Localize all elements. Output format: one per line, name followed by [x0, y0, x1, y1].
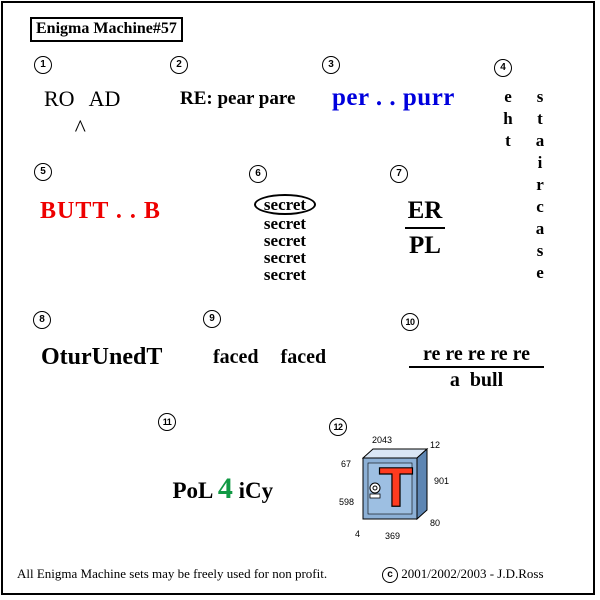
puzzle-3: per . . purr [332, 84, 455, 111]
copyright: c 2001/2002/2003 - J.D.Ross [382, 566, 544, 583]
letter: t [505, 131, 511, 150]
letter: a [535, 131, 545, 150]
safe-letter: T [379, 455, 413, 518]
word-line: secret [263, 265, 307, 284]
puzzle-11-left: PoL [172, 478, 218, 503]
safe-number: 12 [430, 440, 441, 450]
puzzle-4-column-a: e h t [501, 86, 515, 152]
puzzle-11: PoL 4 iCy [161, 446, 274, 506]
puzzle-number-11: 11 [158, 413, 176, 431]
puzzle-number-8: 8 [33, 311, 51, 329]
fraction-denominator: PL [409, 232, 441, 259]
fraction-denominator: a bull [449, 369, 504, 391]
puzzle-number-7: 7 [390, 165, 408, 183]
puzzle-2: RE: pear pare [180, 88, 296, 109]
word-line: secret [263, 248, 307, 267]
circled-word: secret [253, 194, 317, 215]
letter: t [537, 109, 543, 128]
word-line: secret [263, 214, 307, 233]
letter: e [536, 263, 544, 282]
puzzle-1: RO^AD [44, 86, 121, 142]
puzzle-1-left: RO [44, 86, 75, 111]
safe-number: 4 [355, 529, 361, 539]
puzzle-number-1: 1 [34, 56, 52, 74]
puzzle-number-12: 12 [329, 418, 347, 436]
safe-number: 80 [430, 518, 441, 528]
safe-illustration: T [362, 448, 429, 520]
puzzle-number-3: 3 [322, 56, 340, 74]
puzzle-number-4: 4 [494, 59, 512, 77]
fraction-bar [405, 227, 445, 229]
puzzle-4-column-b: s t a i r c a s e [533, 86, 547, 284]
puzzle-set-title: Enigma Machine#57 [30, 17, 183, 42]
green-digit: 4 [217, 472, 233, 505]
puzzle-number-5: 5 [34, 163, 52, 181]
fraction-bar [409, 366, 544, 368]
word-line: secret [263, 231, 307, 250]
safe-number: 67 [341, 459, 352, 469]
safe-number: 369 [385, 531, 401, 541]
usage-notice: All Enigma Machine sets may be freely us… [17, 566, 328, 581]
fraction-numerator: re re re re re [423, 343, 530, 365]
letter: c [536, 197, 544, 216]
letter: s [536, 241, 544, 260]
letter: h [503, 109, 513, 128]
puzzle-number-9: 9 [203, 310, 221, 328]
puzzle-number-10: 10 [401, 313, 419, 331]
letter: s [536, 87, 544, 106]
safe-number: 901 [434, 476, 450, 486]
letter: i [537, 153, 543, 172]
puzzle-number-6: 6 [249, 165, 267, 183]
letter: e [504, 87, 512, 106]
puzzle-10: re re re re re a bull [409, 343, 544, 391]
safe-number: 598 [339, 497, 355, 507]
safe-number: 2043 [372, 435, 393, 445]
fraction-numerator: ER [407, 197, 443, 224]
puzzle-1-right: AD [88, 86, 121, 111]
puzzle-number-2: 2 [170, 56, 188, 74]
letter: a [535, 219, 545, 238]
puzzle-7: ER PL [405, 196, 445, 261]
letter: r [536, 175, 544, 194]
puzzle-9: faced faced [213, 346, 327, 368]
puzzle-5: BUTT . . B [40, 198, 161, 224]
puzzle-8: OturUnedT [41, 344, 163, 370]
puzzle-11-right: iCy [232, 478, 274, 503]
puzzle-6: secret secret secret secret secret [246, 194, 324, 283]
copyright-symbol: c [382, 567, 398, 583]
copyright-text: 2001/2002/2003 - J.D.Ross [401, 566, 544, 581]
